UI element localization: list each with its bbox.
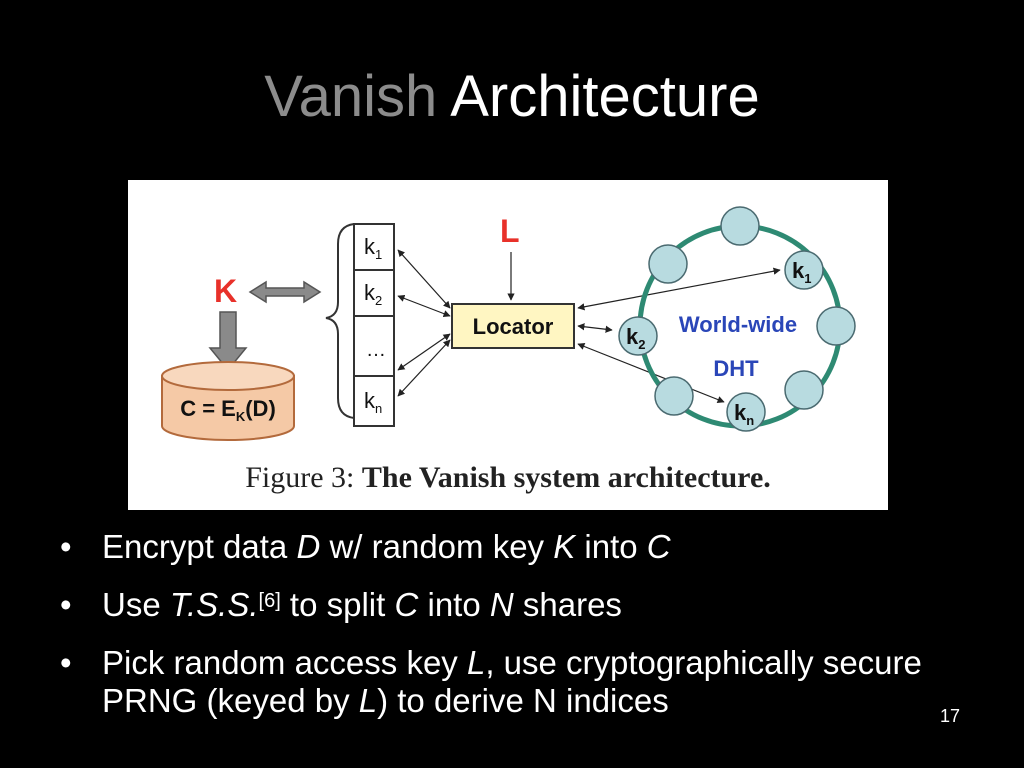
dht-node: [784, 370, 824, 410]
architecture-diagram: K C = EK(D) k1 k2 … kn: [161, 206, 856, 441]
share-k2: k2: [364, 280, 382, 308]
dht-node: [784, 250, 824, 290]
share-ellipsis: …: [366, 339, 386, 361]
dht-label-line2: DHT: [713, 356, 759, 381]
bullet-list: Encrypt data D w/ random key K into C Us…: [58, 528, 978, 740]
dht-node: [648, 244, 688, 284]
architecture-figure: K C = EK(D) k1 k2 … kn: [128, 180, 888, 510]
dht-node: [720, 206, 760, 246]
ring-key-kn: kn: [734, 400, 754, 428]
ring-key-k2: k2: [626, 324, 645, 352]
locator-label: Locator: [473, 314, 554, 339]
bullet-item: Pick random access key L, use cryptograp…: [58, 644, 978, 720]
shares-column: k1 k2 … kn: [353, 223, 395, 427]
share-kn: kn: [364, 388, 382, 416]
dht-node: [816, 306, 856, 346]
dht-nodes: [618, 206, 856, 432]
dht-label-line1: World-wide: [679, 312, 797, 337]
ring-key-k1: k1: [792, 258, 811, 286]
title-vanish: Vanish: [264, 64, 438, 129]
ciphertext-cylinder: C = EK(D): [161, 361, 295, 441]
access-key-l-label: L: [500, 213, 520, 249]
ciphertext-label: C = EK(D): [180, 396, 276, 424]
locator-box: [451, 303, 575, 349]
bullet-item: Encrypt data D w/ random key K into C: [58, 528, 978, 566]
figure-caption: Figure 3: The Vanish system architecture…: [128, 460, 888, 496]
caption-prefix: Figure 3:: [245, 461, 355, 494]
title-architecture: Architecture: [450, 64, 760, 129]
dht-node: [618, 316, 658, 356]
slide-title: Vanish Architecture: [0, 62, 1024, 132]
dht-node: [726, 392, 766, 432]
shares-brace: [325, 223, 355, 419]
bullet-item: Use T.S.S.[6] to split C into N shares: [58, 586, 978, 624]
share-k1: k1: [364, 234, 382, 262]
page-number: 17: [940, 706, 961, 726]
key-double-arrow: [248, 280, 322, 304]
caption-text: The Vanish system architecture.: [361, 461, 771, 494]
encrypt-down-arrow: [208, 311, 248, 372]
share-locator-arrows: [397, 249, 451, 397]
dht-node: [654, 376, 694, 416]
key-k-label: K: [214, 273, 237, 309]
